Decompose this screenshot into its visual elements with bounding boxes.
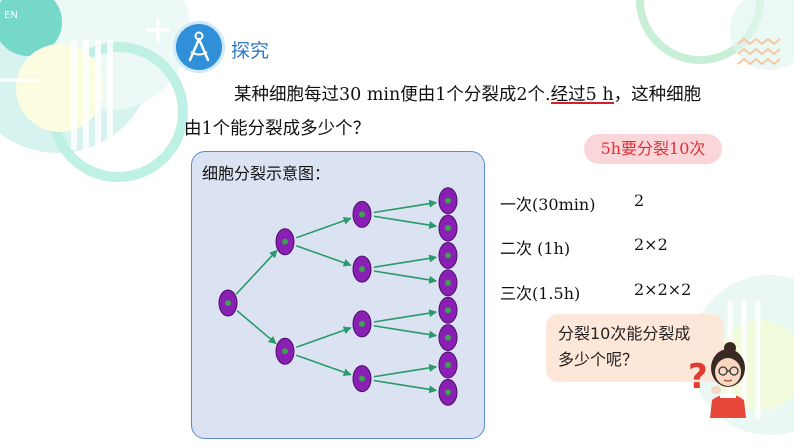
question-bubble xyxy=(546,314,724,382)
diagram-title: 细胞分裂示意图： xyxy=(202,164,331,183)
step-label-1: 一次(30min) xyxy=(500,195,596,214)
thinking-girl-icon: ? xyxy=(688,342,746,418)
division-arrow-1-1-0 xyxy=(296,326,352,348)
compass-icon xyxy=(176,24,222,70)
hint-callout: 5h要分裂10次 xyxy=(584,134,722,164)
division-arrow-1-0-0 xyxy=(296,216,352,239)
problem-line-1: 某种细胞每过30 min便由1个分裂成2个.经过5 h，这种细胞 xyxy=(234,85,702,105)
corner-mark: EN xyxy=(4,10,18,21)
division-arrow-2-1-0 xyxy=(373,254,438,269)
division-arrow-2-0-1 xyxy=(373,215,438,230)
question-mark: ? xyxy=(688,357,708,397)
cell-3-2 xyxy=(438,241,458,269)
division-arrow-0-0-1 xyxy=(236,310,277,345)
cell-2-3 xyxy=(352,365,372,393)
division-arrow-2-2-1 xyxy=(373,324,438,339)
division-arrow-2-0-0 xyxy=(373,199,438,214)
cell-3-7 xyxy=(438,378,458,406)
cell-1-1 xyxy=(275,337,295,365)
division-arrow-2-3-1 xyxy=(373,379,438,394)
step-value-1: 2 xyxy=(634,191,645,210)
cell-3-0 xyxy=(438,187,458,215)
step-value-3: 2×2×2 xyxy=(634,280,692,299)
question-line-2: 多少个呢？ xyxy=(558,350,639,369)
question-text: 分裂10次能分裂成 多少个呢？ xyxy=(558,321,718,373)
step-label-2: 二次 (1h) xyxy=(500,239,571,258)
question-line-1: 分裂10次能分裂成 xyxy=(558,324,691,343)
highlighted-phrase: 经过5 h xyxy=(550,85,614,105)
section-title: 探究 xyxy=(231,40,270,62)
division-arrow-1-0-1 xyxy=(296,245,352,267)
division-arrow-2-1-1 xyxy=(373,270,438,284)
problem-statement: 某种细胞每过30 min便由1个分裂成2个.经过5 h，这种细胞 由1个能分裂成… xyxy=(184,78,774,146)
division-arrow-2-2-0 xyxy=(373,309,438,323)
cell-2-0 xyxy=(352,200,372,228)
step-value-2: 2×2 xyxy=(634,235,668,254)
cell-1-0 xyxy=(275,228,295,256)
division-arrow-1-1-1 xyxy=(296,354,352,377)
step-label-3: 三次(1.5h) xyxy=(500,284,581,303)
division-arrow-2-3-0 xyxy=(373,363,438,378)
cell-3-3 xyxy=(438,269,458,297)
cell-3-1 xyxy=(438,214,458,242)
problem-line-2: 由1个能分裂成多少个？ xyxy=(184,119,371,139)
cell-2-1 xyxy=(352,255,372,283)
cell-3-5 xyxy=(438,324,458,352)
cell-0-0 xyxy=(218,289,238,317)
cell-3-6 xyxy=(438,351,458,379)
cell-2-2 xyxy=(352,310,372,338)
cell-3-4 xyxy=(438,296,458,324)
division-arrow-0-0-0 xyxy=(235,249,278,295)
